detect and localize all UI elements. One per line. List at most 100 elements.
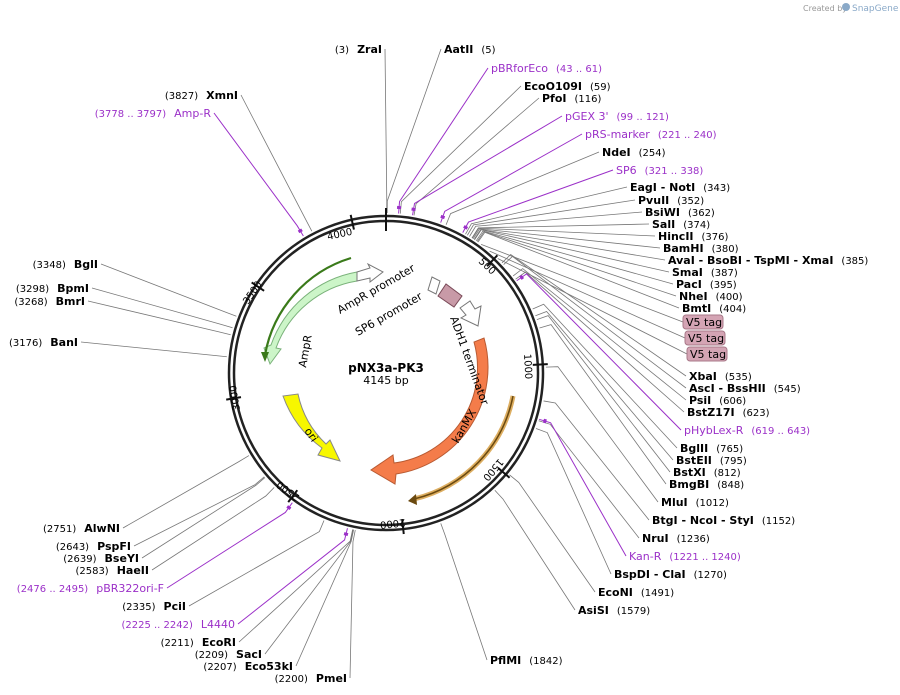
- enzyme-position: (116): [575, 94, 602, 105]
- enzyme-pspfi[interactable]: PspFI(2643): [56, 540, 131, 553]
- leader-line: [386, 48, 442, 214]
- leader-line: [480, 243, 684, 323]
- enzyme-name: SmaI: [672, 266, 703, 279]
- enzyme-bgli[interactable]: BglI(3348): [33, 258, 98, 271]
- enzyme-bseyi[interactable]: BseYI(2639): [63, 552, 139, 565]
- feature-kanmx[interactable]: [370, 337, 489, 485]
- enzyme-paci[interactable]: PacI(395): [676, 278, 737, 291]
- orf-kanmx-arrowhead-icon: [408, 494, 417, 505]
- leader-line: [535, 311, 674, 461]
- enzyme-smai[interactable]: SmaI(387): [672, 266, 738, 279]
- v5-tag-box: [684, 330, 726, 346]
- enzyme-sali[interactable]: SalI(374): [652, 218, 710, 231]
- primer-sp6[interactable]: SP6(321 .. 338): [616, 164, 703, 177]
- feature-ori[interactable]: [282, 393, 341, 462]
- enzyme-position: (343): [703, 183, 730, 194]
- enzyme-name: SalI: [652, 218, 675, 231]
- enzyme-pfoi[interactable]: PfoI(116): [542, 92, 601, 105]
- enzyme-bamhi[interactable]: BamHI(380): [663, 242, 739, 255]
- enzyme-asci-bsshii[interactable]: AscI - BssHII(545): [689, 382, 801, 395]
- enzyme-mlui[interactable]: MluI(1012): [661, 496, 729, 509]
- enzyme-bmri[interactable]: BmrI(3268): [14, 295, 85, 308]
- leader-line: [538, 420, 640, 539]
- leader-line: [535, 428, 612, 575]
- plasmid-length: 4145 bp: [363, 374, 408, 387]
- enzyme-econi[interactable]: EcoNI(1491): [598, 586, 674, 599]
- enzyme-name: BanI: [50, 336, 78, 349]
- enzyme-avai-bsobi-tspmi-xmai[interactable]: AvaI - BsoBI - TspMI - XmaI(385): [668, 254, 868, 267]
- enzyme-bspdi-clai[interactable]: BspDI - ClaI(1270): [614, 568, 727, 581]
- feature-ampr[interactable]: [263, 271, 358, 366]
- feature-sp6-promoter[interactable]: [427, 276, 441, 295]
- enzyme-eagi-noti[interactable]: EagI - NotI(343): [630, 181, 730, 194]
- ruler-tick: [486, 254, 499, 267]
- primer-mark: [440, 214, 446, 220]
- enzyme-aatii[interactable]: AatII(5): [444, 43, 496, 56]
- v5-tag-label[interactable]: V5 tag: [684, 330, 726, 346]
- enzyme-ndei[interactable]: NdeI(254): [602, 146, 666, 159]
- enzyme-position: (380): [712, 244, 739, 255]
- feature-v5-tags[interactable]: [437, 283, 463, 308]
- enzyme-pmei[interactable]: PmeI(2200): [275, 672, 347, 685]
- v5-tag-label[interactable]: V5 tag: [682, 314, 724, 330]
- feature-ampr-promoter[interactable]: [356, 262, 384, 284]
- primer-pbr322ori-f[interactable]: pBR322ori-F(2476 .. 2495): [17, 582, 164, 595]
- primer-amp-r[interactable]: Amp-R(3778 .. 3797): [95, 107, 212, 120]
- enzyme-name: XbaI: [689, 370, 717, 383]
- feature-adh1-terminator[interactable]: [459, 300, 482, 327]
- enzyme-name: MluI: [661, 496, 688, 509]
- enzyme-asisi[interactable]: AsiSI(1579): [578, 604, 650, 617]
- enzyme-pvuii[interactable]: PvuII(352): [638, 194, 704, 207]
- primer-l4440[interactable]: L4440(2225 .. 2242): [121, 618, 235, 631]
- enzyme-haeii[interactable]: HaeII(2583): [75, 564, 149, 577]
- enzyme-name: BseYI: [105, 552, 139, 565]
- enzyme-bani[interactable]: BanI(3176): [9, 336, 78, 349]
- primer-kan-r[interactable]: Kan-R(1221 .. 1240): [629, 550, 741, 563]
- enzyme-pflmi[interactable]: PflMI(1842): [490, 654, 563, 667]
- primer-prs-marker[interactable]: pRS-marker(221 .. 240): [585, 128, 717, 141]
- primer-mark: [519, 274, 525, 280]
- enzyme-bsteii[interactable]: BstEII(795): [676, 454, 747, 467]
- enzyme-nrui[interactable]: NruI(1236): [642, 532, 710, 545]
- enzyme-psii[interactable]: PsiI(606): [689, 394, 746, 407]
- leader-line: [475, 230, 674, 285]
- primer-phyblex-r[interactable]: pHybLex-R(619 .. 643): [684, 424, 810, 437]
- enzyme-position: (3348): [33, 260, 66, 271]
- enzyme-zrai[interactable]: ZraI(3): [335, 43, 382, 56]
- enzyme-name: HincII: [658, 230, 694, 243]
- enzyme-position: (2335): [122, 602, 155, 613]
- enzyme-bpmi[interactable]: BpmI(3298): [16, 282, 89, 295]
- enzyme-bstz17i[interactable]: BstZ17I(623): [687, 406, 770, 419]
- enzyme-bmgbi[interactable]: BmgBI(848): [669, 478, 744, 491]
- enzyme-nhei[interactable]: NheI(400): [679, 290, 743, 303]
- enzyme-ecori[interactable]: EcoRI(2211): [161, 636, 236, 649]
- enzyme-xbai[interactable]: XbaI(535): [689, 370, 752, 383]
- enzyme-btgi-ncoi-styi[interactable]: BtgI - NcoI - StyI(1152): [652, 514, 795, 527]
- enzyme-eco53ki[interactable]: Eco53kI(2207): [203, 660, 293, 673]
- enzyme-hincii[interactable]: HincII(376): [658, 230, 729, 243]
- enzyme-position: (606): [719, 396, 746, 407]
- primer-pgex-3[interactable]: pGEX 3'(99 .. 121): [565, 110, 669, 123]
- enzyme-saci[interactable]: SacI(2209): [195, 648, 262, 661]
- enzyme-pcii[interactable]: PciI(2335): [122, 600, 186, 613]
- enzyme-name: AatII: [444, 43, 473, 56]
- v5-tag-label[interactable]: V5 tag: [686, 346, 728, 362]
- primer-mark: [411, 207, 416, 212]
- enzyme-position: (352): [677, 196, 704, 207]
- enzyme-bglii[interactable]: BglII(765): [680, 442, 743, 455]
- leader-line: [122, 455, 250, 529]
- enzyme-bsiwi[interactable]: BsiWI(362): [645, 206, 715, 219]
- enzyme-name: AsiSI: [578, 604, 609, 617]
- leader-line: [440, 523, 488, 661]
- enzyme-alwni[interactable]: AlwNI(2751): [43, 522, 120, 535]
- enzyme-bmti[interactable]: BmtI(404): [682, 302, 746, 315]
- enzyme-xmni[interactable]: XmnI(3827): [165, 89, 238, 102]
- enzyme-ecoo109i[interactable]: EcoO109I(59): [524, 80, 611, 93]
- primer-name: pRS-marker: [585, 128, 650, 141]
- enzyme-position: (3298): [16, 284, 49, 295]
- enzyme-position: (2209): [195, 650, 228, 661]
- primer-pbrforeco[interactable]: pBRforEco(43 .. 61): [491, 62, 602, 75]
- leader-lines: [80, 48, 688, 679]
- enzyme-bstxi[interactable]: BstXI(812): [673, 466, 741, 479]
